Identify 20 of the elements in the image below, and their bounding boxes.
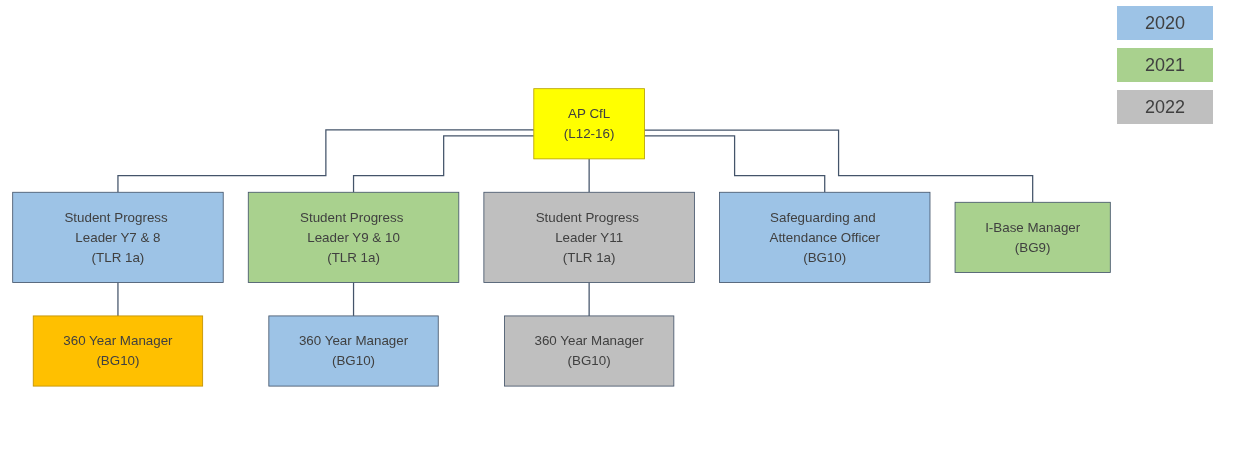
connector xyxy=(117,128,535,193)
legend-swatch: 2022 xyxy=(1117,90,1213,124)
node-box: AP CfL (L12-16) xyxy=(533,87,645,159)
node-box: Student Progress Leader Y7 & 8 (TLR 1a) xyxy=(12,191,224,283)
legend-swatch: 2020 xyxy=(1117,6,1213,40)
node-box: 360 Year Manager (BG10) xyxy=(268,315,439,387)
connector xyxy=(643,134,826,193)
connector xyxy=(352,134,535,193)
legend-swatch: 2021 xyxy=(1117,48,1213,82)
node-box: Student Progress Leader Y9 & 10 (TLR 1a) xyxy=(247,191,460,283)
connector xyxy=(588,157,590,193)
connector xyxy=(588,281,590,317)
node-box: I-Base Manager (BG9) xyxy=(954,201,1111,273)
node-box: 360 Year Manager (BG10) xyxy=(32,315,204,387)
connector xyxy=(117,281,119,317)
connector xyxy=(352,281,355,317)
node-box: 360 Year Manager (BG10) xyxy=(504,315,675,387)
node-box: Student Progress Leader Y11 (TLR 1a) xyxy=(483,191,695,283)
node-box: Safeguarding and Attendance Officer (BG10) xyxy=(719,191,931,283)
connector xyxy=(643,129,1034,203)
